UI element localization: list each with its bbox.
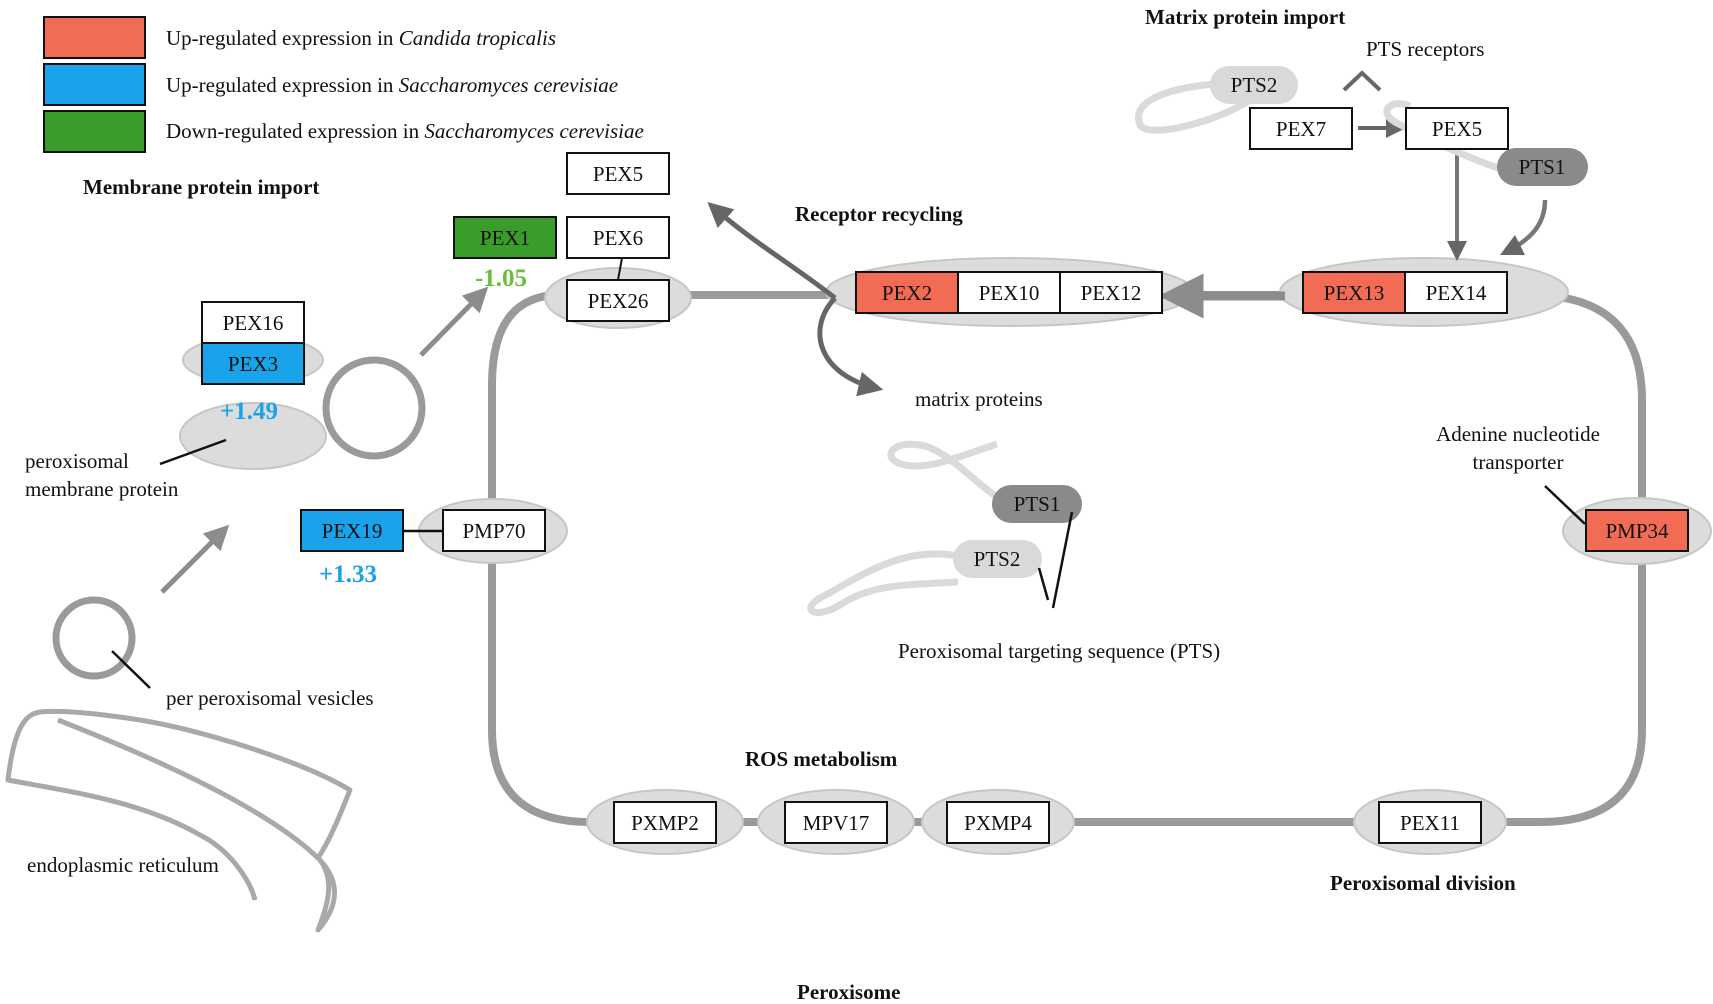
gene-pex16: PEX16 [201, 301, 305, 344]
pts1-label-center: PTS1 [1014, 492, 1061, 516]
legend-entry-up-candida: Up-regulated expression in Candida tropi… [166, 26, 556, 50]
pts2-label-matrix: PTS2 [1231, 73, 1278, 97]
membrane-protein-vesicle [179, 402, 327, 470]
svg-text:PMP34: PMP34 [1605, 519, 1669, 543]
gene-pex6: PEX6 [566, 216, 670, 259]
label-matrix-proteins: matrix proteins [915, 387, 1043, 411]
svg-text:PEX2: PEX2 [882, 281, 932, 305]
label-adenine-line2: transporter [1473, 450, 1564, 474]
gene-pex1: PEX1 [453, 216, 557, 259]
budding-vesicle [322, 356, 426, 460]
header-membrane-import: Membrane protein import [83, 175, 319, 199]
label-pts-sequence: Peroxisomal targeting sequence (PTS) [898, 639, 1220, 663]
header-matrix-import: Matrix protein import [1145, 5, 1345, 29]
fold-change-pex19: +1.33 [319, 561, 377, 588]
arrow-matrix-proteins [817, 296, 884, 397]
pts2-tail-center [807, 550, 959, 617]
arrow-receptor-recycling [707, 202, 837, 300]
pts2-label-center: PTS2 [974, 547, 1021, 571]
pts1-tail-top [1383, 100, 1500, 172]
svg-text:PEX1: PEX1 [480, 226, 530, 250]
pmp-pointer-line [159, 438, 227, 466]
gene-pex2: PEX2 [855, 271, 959, 314]
svg-text:PEX6: PEX6 [593, 226, 643, 250]
svg-text:PEX5: PEX5 [1432, 117, 1482, 141]
gene-pex26: PEX26 [566, 279, 670, 322]
arrow-vesicle-to-membrane [160, 524, 230, 594]
fold-change-pex3: +1.49 [220, 398, 278, 425]
pts1-label-matrix: PTS1 [1519, 155, 1566, 179]
label-adenine-line1: Adenine nucleotide [1436, 422, 1600, 446]
adenine-transporter-pointer [1544, 485, 1586, 525]
label-pts-receptors: PTS receptors [1366, 37, 1484, 61]
pts2-pointer-line [1037, 567, 1050, 601]
svg-text:MPV17: MPV17 [803, 811, 870, 835]
header-peroxisomal-division: Peroxisomal division [1330, 871, 1516, 895]
pts-receptors-caret [1342, 70, 1382, 92]
svg-text:PMP70: PMP70 [462, 519, 525, 543]
pts1-pill-center [992, 485, 1082, 523]
header-receptor-recycling: Receptor recycling [795, 202, 963, 226]
gene-pxmp4: PXMP4 [946, 801, 1050, 844]
gene-pxmp2: PXMP2 [613, 801, 717, 844]
gene-pex19: PEX19 [300, 509, 404, 552]
legend: Up-regulated expression in Candida tropi… [43, 16, 644, 153]
gene-pex12: PEX12 [1059, 271, 1163, 314]
legend-swatch-up-sacch [43, 63, 146, 106]
fold-change-pex1: -1.05 [475, 265, 527, 292]
gene-mpv17: MPV17 [784, 801, 888, 844]
pex6-pex26-link [617, 257, 623, 281]
svg-text:PEX11: PEX11 [1400, 811, 1460, 835]
gene-pex14: PEX14 [1404, 271, 1508, 314]
pts2-pill-matrix [1210, 66, 1298, 104]
svg-text:PEX26: PEX26 [588, 289, 649, 313]
label-vesicles: per peroxisomal vesicles [166, 686, 374, 710]
header-ros-metabolism: ROS metabolism [745, 747, 898, 771]
gene-pex11: PEX11 [1378, 801, 1482, 844]
legend-swatch-down-sacch [43, 110, 146, 153]
svg-text:PEX10: PEX10 [979, 281, 1040, 305]
header-peroxisome: Peroxisome [797, 980, 900, 1004]
svg-text:PEX14: PEX14 [1426, 281, 1487, 305]
pts2-tail-top [1135, 80, 1252, 134]
svg-text:PEX16: PEX16 [223, 311, 284, 335]
peroxisome-membrane [488, 291, 1646, 826]
svg-text:PEX13: PEX13 [1324, 281, 1385, 305]
vesicle-pointer-line [111, 650, 151, 689]
gene-pex7: PEX7 [1249, 107, 1353, 150]
gene-pex13: PEX13 [1302, 271, 1406, 314]
gene-pex3: PEX3 [201, 342, 305, 385]
svg-text:PXMP2: PXMP2 [631, 811, 699, 835]
pts1-tail-center [887, 440, 1012, 509]
label-pmp-line1: peroxisomal [25, 449, 129, 473]
gene-pmp34: PMP34 [1585, 509, 1689, 552]
pts1-pill-matrix [1497, 148, 1588, 186]
pts2-pill-center [953, 540, 1042, 578]
endoplasmic-reticulum-shape [5, 708, 353, 933]
legend-entry-up-sacch: Up-regulated expression in Saccharomyces… [166, 73, 618, 97]
svg-text:PEX19: PEX19 [322, 519, 383, 543]
gene-pex5-matrix: PEX5 [1405, 107, 1509, 150]
svg-text:PEX12: PEX12 [1081, 281, 1142, 305]
pre-peroxisomal-vesicle [52, 596, 136, 680]
svg-text:PEX5: PEX5 [593, 162, 643, 186]
svg-text:PEX7: PEX7 [1276, 117, 1326, 141]
pts1-pointer-line [1051, 511, 1074, 609]
gene-pex10: PEX10 [957, 271, 1061, 314]
label-endoplasmic-reticulum: endoplasmic reticulum [27, 853, 219, 877]
arrow-pts1-to-pex14 [1499, 199, 1548, 256]
gene-pex5-top: PEX5 [566, 152, 670, 195]
arrow-vesicle-to-pex1 [419, 286, 489, 357]
legend-swatch-up-candida [43, 16, 146, 59]
svg-text:PXMP4: PXMP4 [964, 811, 1032, 835]
svg-text:PEX3: PEX3 [228, 352, 278, 376]
label-pmp-line2: membrane protein [25, 477, 179, 501]
gene-pmp70: PMP70 [442, 509, 546, 552]
legend-entry-down-sacch: Down-regulated expression in Saccharomyc… [166, 119, 644, 143]
